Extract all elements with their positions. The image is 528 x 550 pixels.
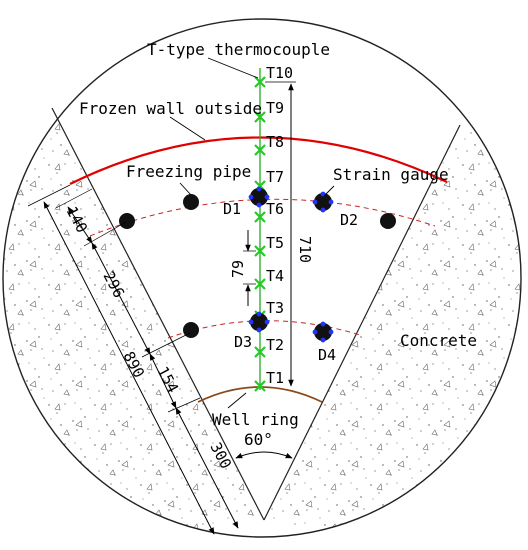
sector-line-right — [263, 124, 461, 521]
angle-arc — [235, 451, 293, 459]
tc-mark-t4 — [254, 278, 266, 290]
radial-dimensions — [27, 184, 239, 535]
gauge-label-d1: D1 — [223, 200, 241, 218]
label-well-ring: Well ring — [212, 410, 299, 429]
tc-label-t10: T10 — [266, 64, 293, 82]
dim-line-296 — [91, 242, 151, 355]
freezing-pipe-3 — [380, 213, 396, 229]
tc-label-t1: T1 — [266, 369, 284, 387]
dim-line-154 — [149, 353, 177, 409]
strain-gauge-d2 — [312, 191, 334, 213]
tc-label-t2: T2 — [266, 336, 284, 354]
strain-gauge-d1 — [248, 186, 270, 208]
leader-freezing-pipe — [179, 182, 192, 196]
strain-gauges — [248, 186, 334, 343]
dim-label-710: 710 — [296, 236, 314, 263]
leader-strain-gauge — [323, 185, 335, 197]
tc-label-t3: T3 — [266, 299, 284, 317]
gauge-label-d3: D3 — [234, 333, 252, 351]
freezing-pipe-1 — [119, 213, 135, 229]
dim-line-300 — [175, 407, 239, 529]
leader-thermocouple — [207, 57, 259, 79]
label-concrete: Concrete — [400, 331, 477, 350]
tc-mark-t2 — [254, 346, 266, 358]
tc-mark-t1 — [254, 380, 266, 392]
tc-label-t7: T7 — [266, 168, 284, 186]
leader-frozen-wall — [169, 116, 206, 141]
tc-label-t6: T6 — [266, 200, 284, 218]
label-freezing-pipe: Freezing pipe — [126, 162, 251, 181]
tc-mark-t5 — [254, 245, 266, 257]
tc-mark-t8 — [254, 144, 266, 156]
gauge-label-d2: D2 — [340, 211, 358, 229]
tc-label-t8: T8 — [266, 133, 284, 151]
leader-well-ring — [227, 392, 247, 409]
strain-gauge-d3 — [248, 311, 270, 333]
thermocouple-markers — [254, 76, 266, 392]
tc-label-t9: T9 — [266, 99, 284, 117]
label-thermocouple: T-type thermocouple — [147, 40, 330, 59]
tc-label-t4: T4 — [266, 267, 284, 285]
label-strain-gauge: Strain gauge — [333, 165, 449, 184]
frozen-wall-arc — [69, 136, 448, 185]
tc-mark-t9 — [254, 111, 266, 123]
strain-gauge-d4 — [312, 321, 334, 343]
gauge-label-d4: D4 — [318, 346, 336, 364]
tc-mark-t6 — [254, 211, 266, 223]
dim-label-79: 79 — [229, 260, 247, 278]
label-frozen-wall: Frozen wall outside — [79, 99, 262, 118]
dim-line-140 — [67, 206, 93, 244]
freezing-pipe-2 — [183, 194, 199, 210]
label-angle: 60° — [244, 430, 273, 449]
shaft-outline-circle — [2, 18, 522, 538]
tc-label-t5: T5 — [266, 234, 284, 252]
tc-mark-t10 — [254, 76, 266, 88]
